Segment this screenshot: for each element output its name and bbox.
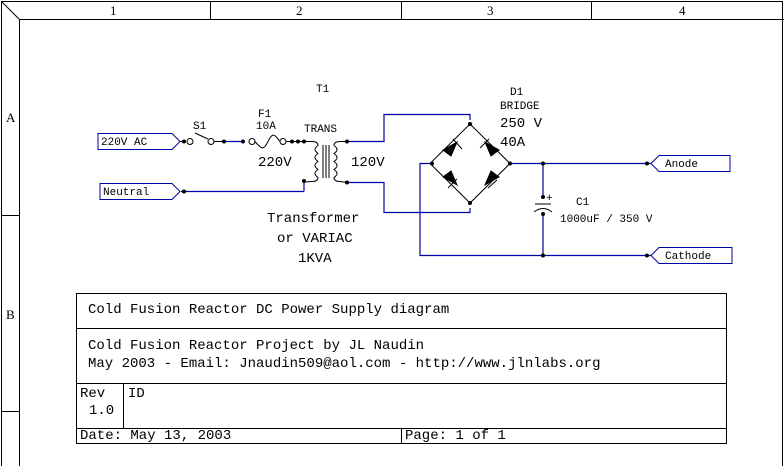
page-number: Page: 1 of 1 bbox=[405, 428, 506, 444]
row-label-a: A bbox=[6, 110, 16, 125]
transformer-note-line-1: Transformer bbox=[267, 211, 359, 227]
column-label-2: 2 bbox=[296, 3, 303, 18]
port-anode-label: Anode bbox=[665, 159, 698, 171]
port-anode: Anode bbox=[650, 155, 731, 172]
column-label-4: 4 bbox=[679, 3, 686, 18]
row-label-b: B bbox=[6, 307, 15, 322]
capacitor-value: 1000uF / 350 V bbox=[560, 214, 653, 226]
port-220v-ac: 220V AC bbox=[97, 133, 181, 150]
junction-dots bbox=[182, 122, 649, 258]
title-block: Cold Fusion Reactor DC Power Supply diag… bbox=[76, 293, 727, 444]
project-contact: May 2003 - Email: Jnaudin509@aol.com - h… bbox=[88, 356, 601, 372]
title-row: Cold Fusion Reactor DC Power Supply diag… bbox=[77, 294, 726, 329]
transformer-secondary-voltage: 120V bbox=[351, 155, 385, 171]
column-label-1: 1 bbox=[110, 3, 117, 18]
port-neutral: Neutral bbox=[99, 183, 181, 200]
switch-s1 bbox=[180, 132, 222, 145]
transformer-ref: T1 bbox=[316, 84, 330, 96]
transformer-note-line-2: or VARIAC bbox=[277, 231, 353, 247]
id-label: ID bbox=[128, 386, 145, 402]
project-author: Cold Fusion Reactor Project by JL Naudin bbox=[88, 338, 425, 354]
diagram-title: Cold Fusion Reactor DC Power Supply diag… bbox=[88, 302, 450, 318]
port-cathode-label: Cathode bbox=[665, 251, 711, 263]
bridge-current: 40A bbox=[500, 135, 526, 151]
date-page-row: Date: May 13, 2003 Page: 1 of 1 bbox=[77, 429, 726, 444]
transformer-primary-voltage: 220V bbox=[258, 155, 292, 171]
revision-row: Rev 1.0 ID bbox=[77, 384, 726, 429]
wires bbox=[180, 113, 651, 257]
port-cathode: Cathode bbox=[650, 247, 733, 264]
bridge-type: BRIDGE bbox=[500, 101, 540, 113]
port-220v-ac-label: 220V AC bbox=[101, 137, 148, 149]
capacitor-ref: C1 bbox=[576, 197, 590, 209]
transformer-note-line-3: 1KVA bbox=[298, 251, 332, 267]
transformer-type: TRANS bbox=[304, 124, 337, 136]
fuse-value: 10A bbox=[256, 121, 276, 133]
capacitor-c1 bbox=[533, 203, 553, 213]
project-row: Cold Fusion Reactor Project by JL Naudin… bbox=[77, 329, 726, 384]
revision-cell: Rev 1.0 bbox=[77, 384, 124, 428]
switch-ref: S1 bbox=[193, 121, 207, 133]
capacitor-polarity: + bbox=[546, 193, 553, 205]
column-label-3: 3 bbox=[487, 3, 494, 18]
port-neutral-label: Neutral bbox=[103, 187, 149, 199]
bridge-rectifier-d1 bbox=[429, 123, 511, 204]
revision-value: 1.0 bbox=[89, 403, 115, 419]
transformer-t1 bbox=[303, 141, 348, 183]
revision-label: Rev bbox=[80, 386, 106, 402]
bridge-ref: D1 bbox=[510, 87, 524, 99]
fuse-f1 bbox=[248, 134, 304, 149]
bridge-voltage: 250 V bbox=[500, 116, 543, 132]
drawing-date: Date: May 13, 2003 bbox=[77, 429, 402, 444]
fuse-ref: F1 bbox=[258, 109, 272, 121]
